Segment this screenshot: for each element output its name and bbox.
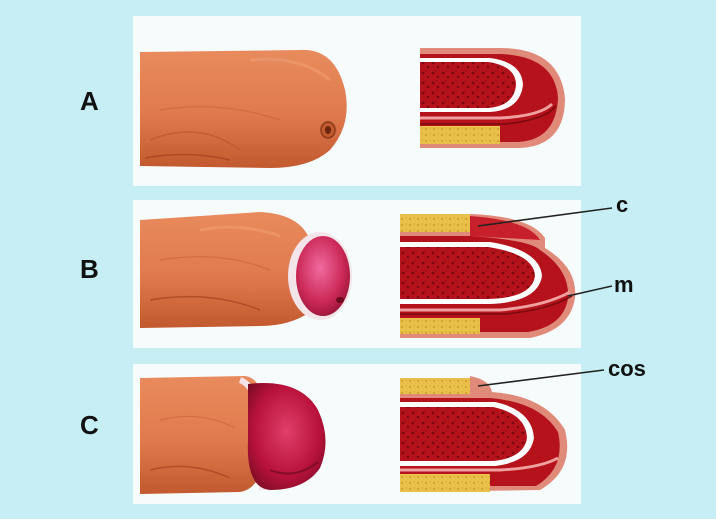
row-c-external	[140, 376, 326, 494]
callout-m: m	[614, 272, 634, 298]
callout-c: c	[616, 192, 628, 218]
row-label-a: A	[80, 86, 99, 117]
row-label-c: C	[80, 410, 99, 441]
row-a-section	[420, 48, 565, 148]
callout-cos: cos	[608, 356, 646, 382]
row-a-external	[140, 50, 347, 168]
row-label-b: B	[80, 254, 99, 285]
